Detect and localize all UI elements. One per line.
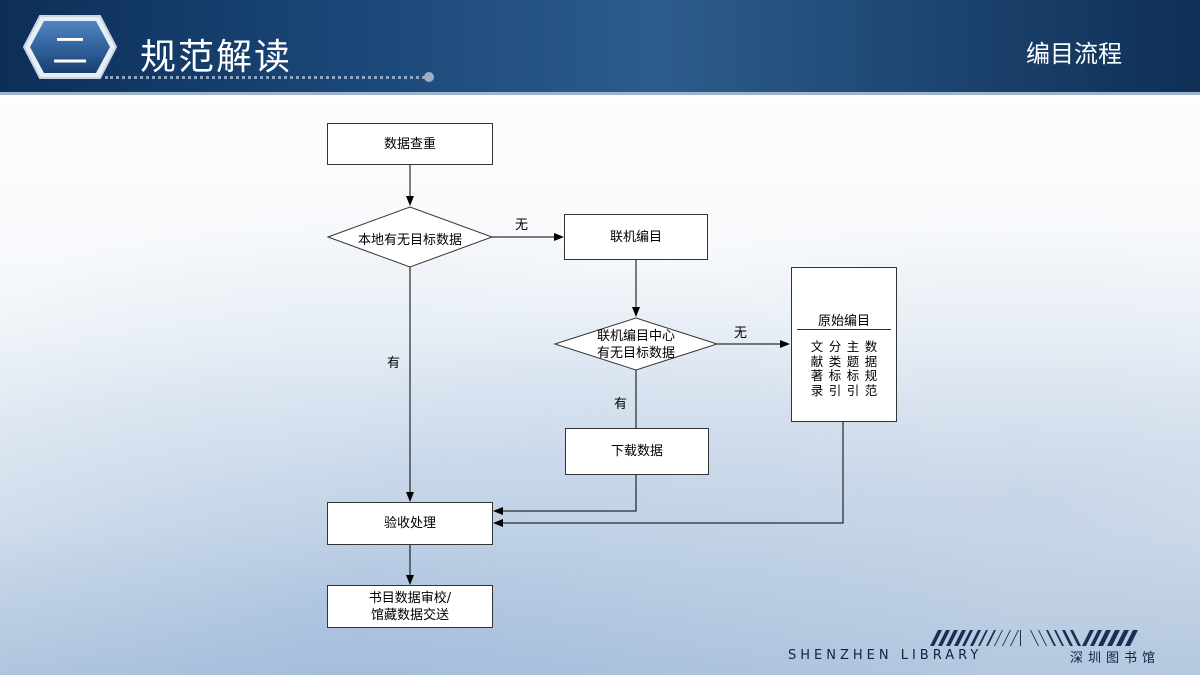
node-data-check: 数据查重 bbox=[327, 123, 493, 165]
center-decision-line1: 联机编目中心 bbox=[596, 329, 675, 344]
original-col1-char: 录 bbox=[810, 382, 824, 398]
section-number: 二 bbox=[51, 31, 88, 72]
library-name-en: SHENZHEN LIBRARY bbox=[788, 648, 983, 663]
node-online-cataloging: 联机编目 bbox=[564, 214, 708, 260]
library-logo-stripes bbox=[930, 630, 1138, 646]
original-col1-char: 献 bbox=[810, 353, 824, 369]
original-col4-char: 范 bbox=[864, 382, 878, 398]
section-hexagon-badge bbox=[22, 15, 118, 79]
original-column-1: 文 献 著 录 bbox=[810, 339, 824, 398]
edge-label-no-center: 无 bbox=[734, 326, 748, 341]
node-final-review: 书目数据审校/ 馆藏数据交送 bbox=[327, 585, 493, 628]
title-dot-end bbox=[424, 72, 434, 82]
page-title: 规范解读 bbox=[140, 37, 293, 78]
title-dotted-line bbox=[105, 76, 425, 79]
final-review-line1: 书目数据审校/ bbox=[368, 590, 452, 606]
library-name-cn: 深圳图书馆 bbox=[1070, 651, 1161, 666]
original-col4-char: 规 bbox=[864, 368, 878, 383]
slide-background bbox=[0, 95, 1200, 675]
original-col1-char: 著 bbox=[810, 368, 824, 383]
edge-label-yes-center: 有 bbox=[614, 397, 628, 412]
page-subtitle: 编目流程 bbox=[1026, 40, 1122, 68]
original-column-4: 数 据 规 范 bbox=[864, 339, 878, 398]
original-cataloging-divider bbox=[797, 329, 891, 330]
original-col2-char: 类 bbox=[828, 353, 842, 369]
node-acceptance: 验收处理 bbox=[327, 502, 493, 545]
node-center-decision-label: 联机编目中心 有无目标数据 bbox=[572, 328, 700, 362]
original-cataloging-title: 原始编目 bbox=[817, 314, 870, 329]
original-col2-char: 引 bbox=[828, 382, 842, 398]
header-divider bbox=[0, 92, 1200, 95]
edge-label-yes-local: 有 bbox=[387, 356, 401, 371]
final-review-line2: 馆藏数据交送 bbox=[370, 607, 449, 623]
original-col4-char: 数 bbox=[864, 339, 878, 354]
node-download-data: 下载数据 bbox=[565, 428, 709, 475]
original-col3-char: 题 bbox=[846, 353, 860, 369]
original-col4-char: 据 bbox=[864, 353, 878, 369]
original-col1-char: 文 bbox=[810, 339, 824, 354]
original-col3-char: 引 bbox=[846, 382, 860, 398]
original-column-2: 分 类 标 引 bbox=[828, 339, 842, 398]
edge-label-no-local: 无 bbox=[515, 218, 529, 233]
node-original-cataloging bbox=[791, 267, 897, 422]
original-col2-char: 分 bbox=[828, 339, 842, 354]
original-col3-char: 标 bbox=[846, 368, 860, 383]
center-decision-line2: 有无目标数据 bbox=[596, 346, 675, 361]
original-col2-char: 标 bbox=[828, 368, 842, 383]
original-column-3: 主 题 标 引 bbox=[846, 339, 860, 398]
node-local-decision-label: 本地有无目标数据 bbox=[357, 233, 462, 248]
original-col3-char: 主 bbox=[846, 339, 860, 354]
